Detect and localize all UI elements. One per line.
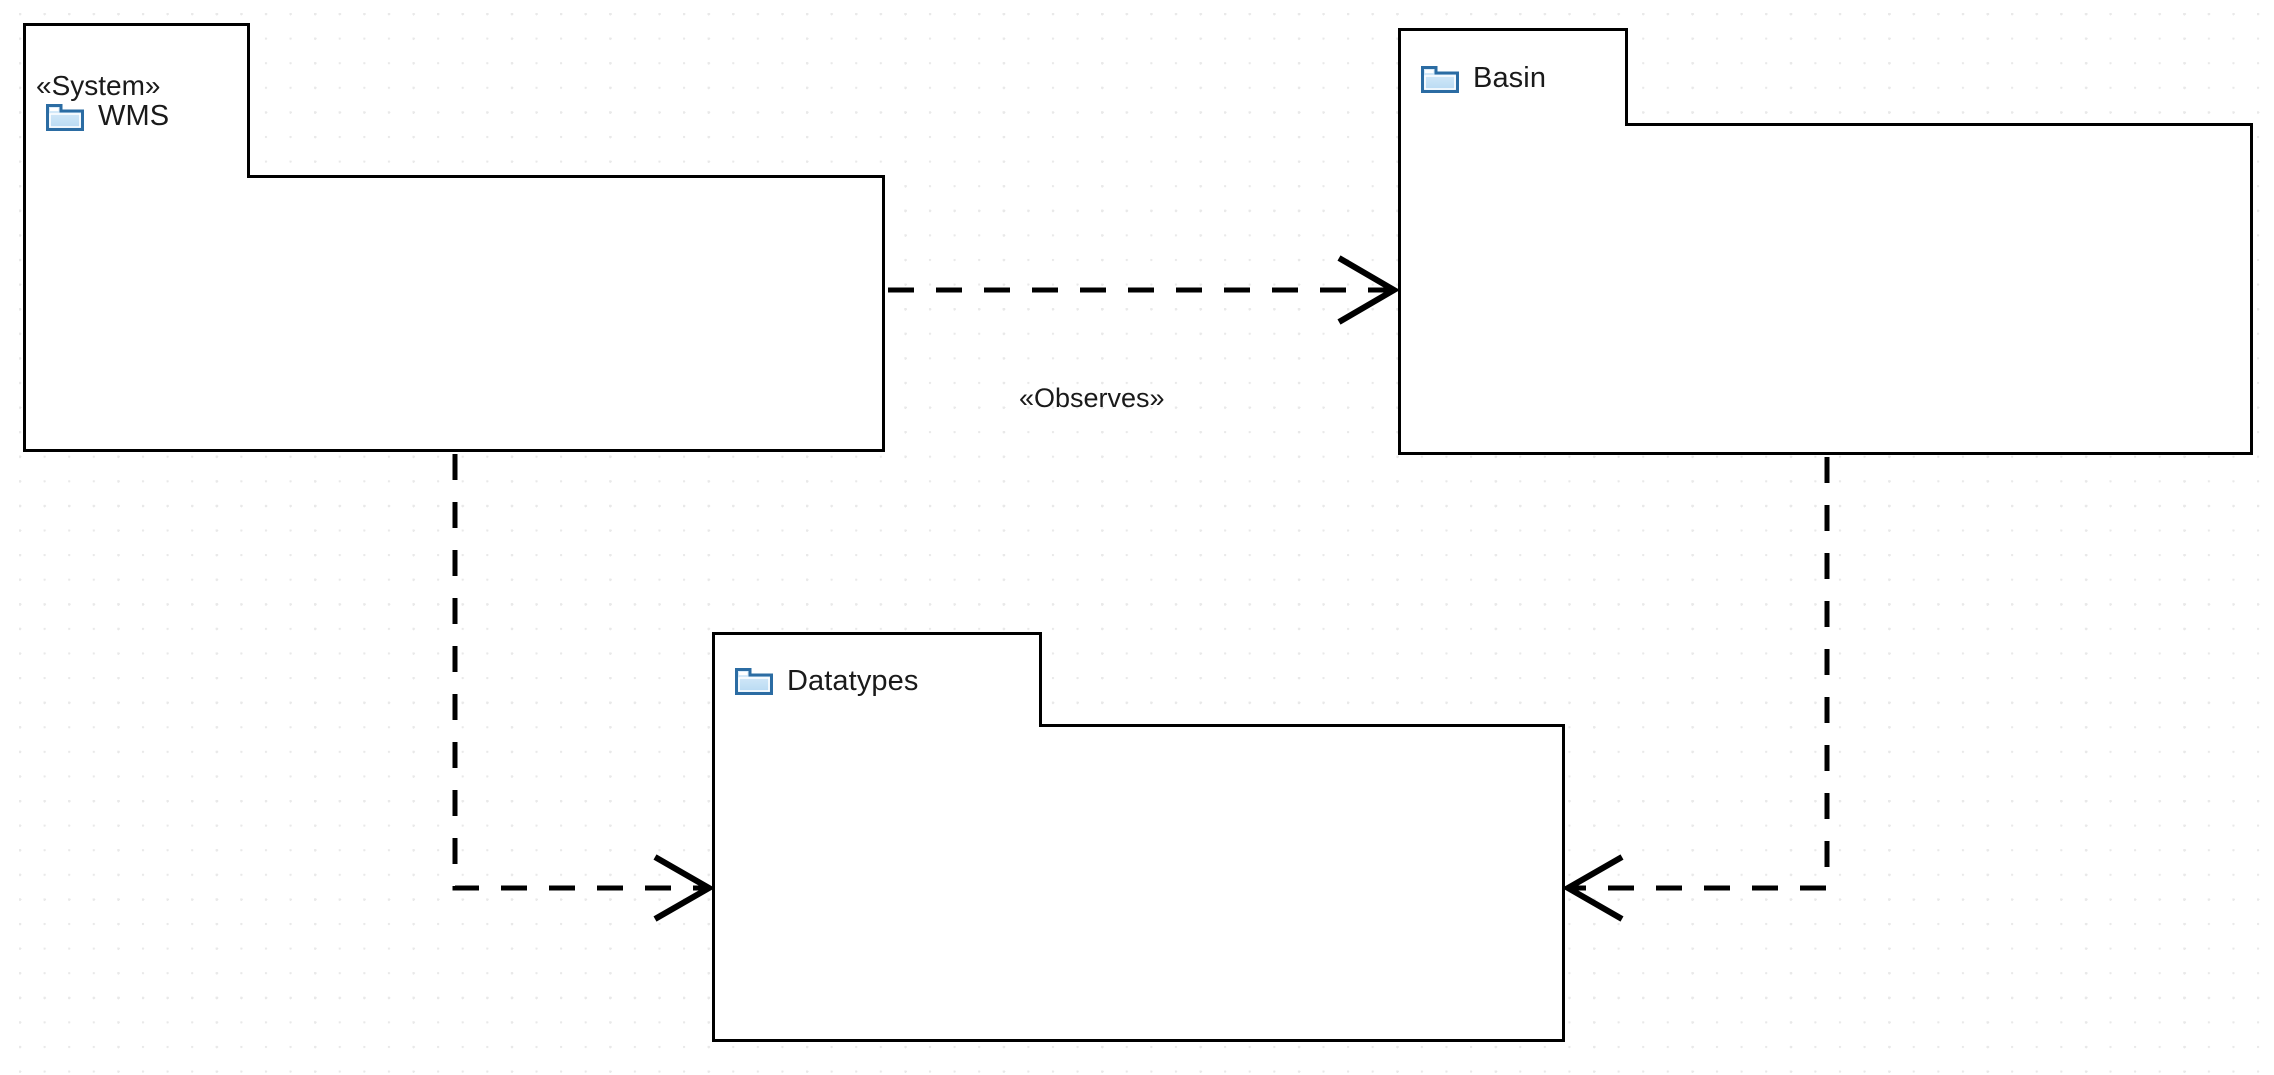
edge-basin-uses-datatypes[interactable]: [1561, 457, 1830, 922]
folder-icon: [735, 668, 773, 695]
package-basin-name-row: Basin: [1401, 62, 1625, 95]
package-wms-tab[interactable]: «System» WMS: [23, 23, 250, 178]
edge-label-observes: «Observes»: [1019, 383, 1165, 413]
package-basin-name: Basin: [1473, 62, 1547, 94]
package-wms-name-row: WMS: [26, 100, 247, 133]
package-datatypes-tab[interactable]: Datatypes: [712, 632, 1042, 727]
package-datatypes-name-row: Datatypes: [715, 665, 1039, 698]
folder-icon: [1421, 65, 1459, 93]
package-wms-name: WMS: [98, 100, 170, 133]
package-wms-body[interactable]: [23, 175, 885, 452]
package-datatypes-name: Datatypes: [787, 664, 919, 697]
package-wms-stereotype: «System»: [36, 69, 161, 101]
edge-wms-observes-basin[interactable]: [888, 255, 1400, 325]
arrowhead-open-v: [1337, 255, 1400, 325]
edge-line: [1571, 457, 1830, 891]
package-basin-body[interactable]: [1398, 123, 2253, 455]
package-datatypes-body[interactable]: [712, 724, 1565, 1042]
edge-wms-uses-datatypes[interactable]: [452, 454, 716, 922]
folder-icon: [46, 103, 84, 131]
edge-line: [452, 454, 706, 891]
package-basin-tab[interactable]: Basin: [1398, 28, 1628, 126]
arrowhead-open-v: [653, 854, 716, 922]
arrowhead-open-v: [1561, 854, 1624, 922]
